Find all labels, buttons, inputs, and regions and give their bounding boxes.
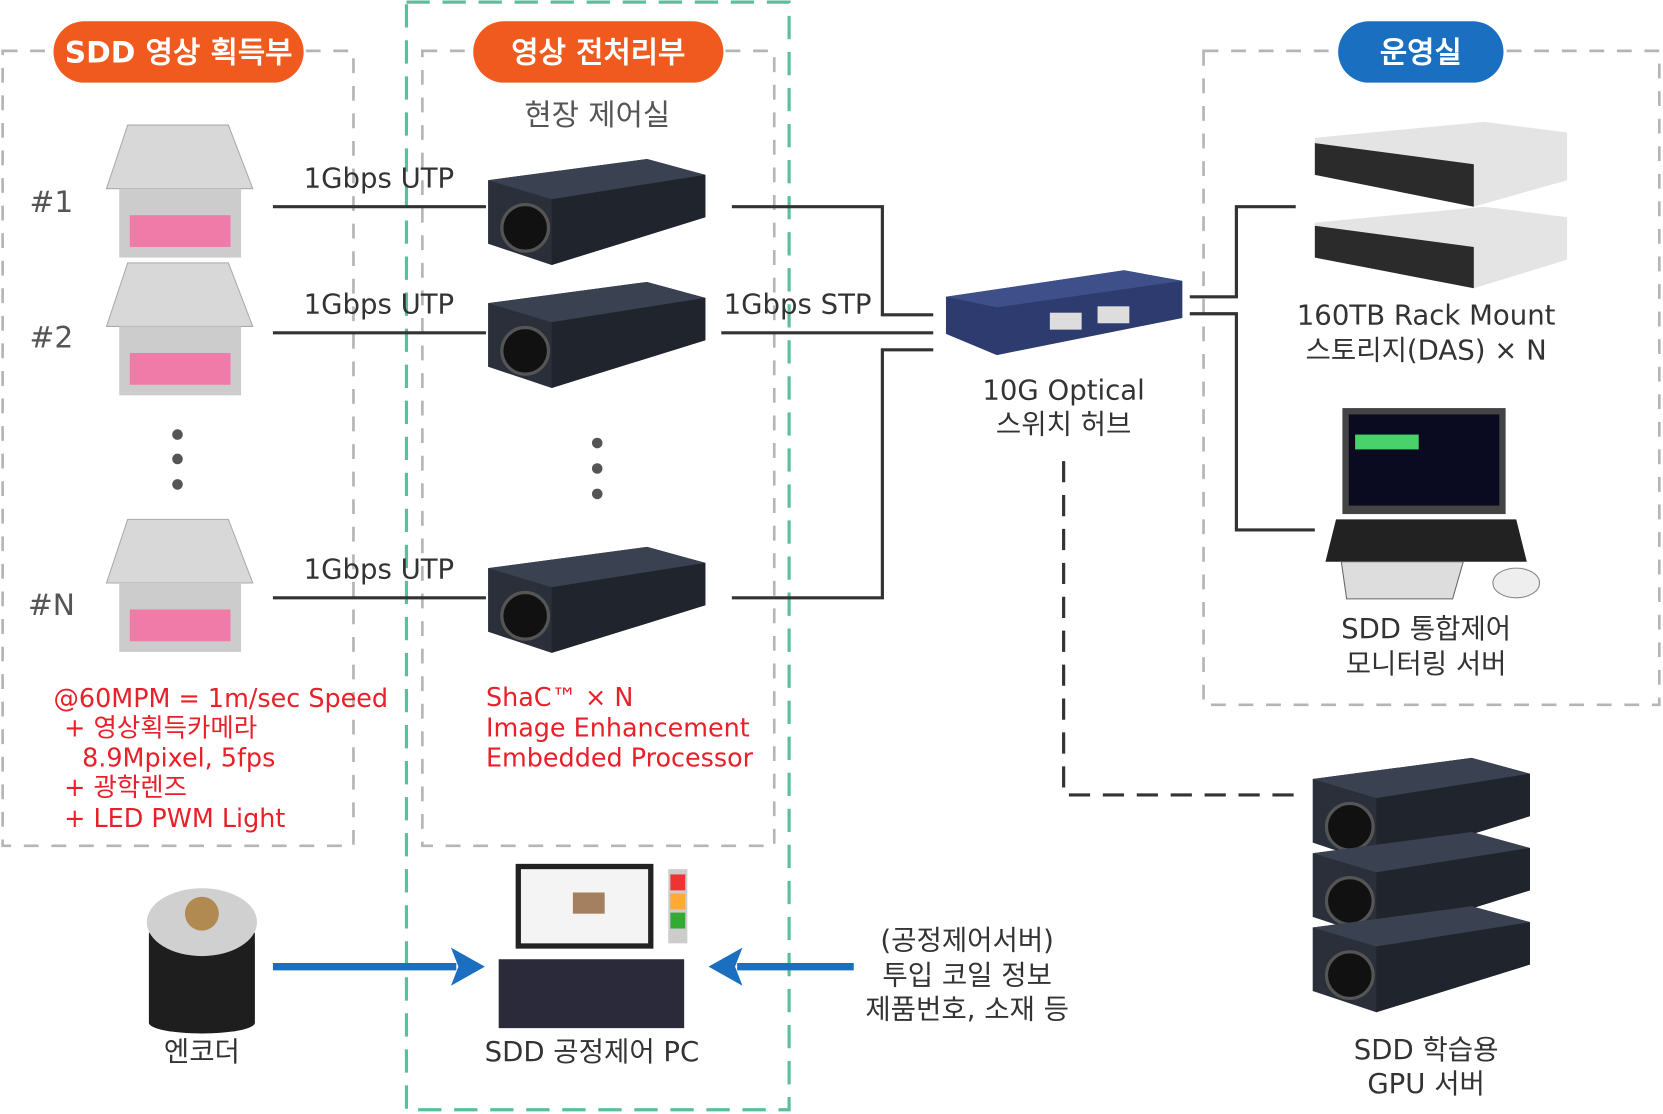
processor-ellipsis xyxy=(591,437,603,500)
note-lens: + 광학렌즈 xyxy=(64,772,187,802)
monitor-server-label-1: SDD 통합제어 xyxy=(1341,613,1511,645)
encoder-arrowhead-icon xyxy=(450,947,485,986)
storage-label-2: 스토리지(DAS) × N xyxy=(1306,334,1547,366)
gpu-server-label-2: GPU 서버 xyxy=(1367,1068,1485,1100)
gpu-server-label-1: SDD 학습용 xyxy=(1354,1034,1499,1066)
camera-ellipsis xyxy=(172,429,183,490)
operations-title: 운영실 xyxy=(1380,35,1462,70)
field-control-room-label: 현장 제어실 xyxy=(524,97,670,132)
process-server-label-2: 투입 코일 정보 xyxy=(882,960,1052,992)
camera-1-image xyxy=(105,124,254,259)
acquisition-notes: @60MPM = 1m/sec Speed + 영상획득카메라 8.9Mpixe… xyxy=(54,683,389,833)
preprocessing-title-pill: 영상 전처리부 xyxy=(473,21,724,83)
gpu-link xyxy=(1062,461,1296,797)
stp-label: 1Gbps STP xyxy=(724,289,872,321)
field-control-box xyxy=(404,0,791,1112)
monitoring-server-image xyxy=(1325,408,1541,600)
encoder-label: 엔코더 xyxy=(164,1036,240,1068)
note-enhancement: Image Enhancement xyxy=(486,713,750,743)
acquisition-title-pill: SDD 영상 획득부 xyxy=(53,21,304,83)
process-server-label-1: (공정제어서버) xyxy=(880,925,1054,957)
switch-label-1: 10G Optical xyxy=(982,375,1144,407)
switch-label-2: 스위치 허브 xyxy=(996,409,1131,441)
note-shac: ShaC™ × N xyxy=(486,682,633,712)
storage-image xyxy=(1314,121,1568,289)
stp-link-1 xyxy=(731,205,934,317)
camera-1-label: #1 xyxy=(30,184,74,219)
process-pc-image xyxy=(498,863,688,1029)
processor-2-image xyxy=(486,280,707,390)
preprocessing-notes: ShaC™ × N Image Enhancement Embedded Pro… xyxy=(486,682,754,772)
utp-label-1: 1Gbps UTP xyxy=(304,163,455,195)
utp-label-2: 1Gbps UTP xyxy=(304,289,455,321)
utp-label-n: 1Gbps UTP xyxy=(304,554,455,586)
note-camera: + 영상획득카메라 xyxy=(64,713,257,743)
processor-n-image xyxy=(486,545,707,655)
acquisition-title: SDD 영상 획득부 xyxy=(65,35,293,70)
note-light: + LED PWM Light xyxy=(64,803,285,833)
operations-title-pill: 운영실 xyxy=(1338,21,1504,83)
camera-2-label: #2 xyxy=(30,320,74,355)
processor-1-image xyxy=(486,157,707,267)
note-embedded: Embedded Processor xyxy=(486,742,754,772)
optical-switch-image xyxy=(945,270,1183,356)
storage-label-1: 160TB Rack Mount xyxy=(1297,299,1556,331)
storage-link xyxy=(1189,205,1296,299)
monitor-link xyxy=(1189,312,1315,532)
stp-link-n xyxy=(731,348,934,600)
note-resolution: 8.9Mpixel, 5fps xyxy=(82,742,275,772)
process-pc-label: SDD 공정제어 PC xyxy=(485,1036,700,1068)
encoder-image xyxy=(146,888,258,1034)
camera-n-label: #N xyxy=(28,587,75,622)
process-server-label-3: 제품번호, 소재 등 xyxy=(865,994,1069,1026)
camera-n-image xyxy=(105,518,254,653)
preprocessing-title: 영상 전처리부 xyxy=(511,35,685,70)
process-server-arrowhead-icon xyxy=(708,947,743,986)
camera-2-image xyxy=(105,262,254,396)
monitor-server-label-2: 모니터링 서버 xyxy=(1346,648,1507,680)
note-speed: @60MPM = 1m/sec Speed xyxy=(54,683,389,713)
